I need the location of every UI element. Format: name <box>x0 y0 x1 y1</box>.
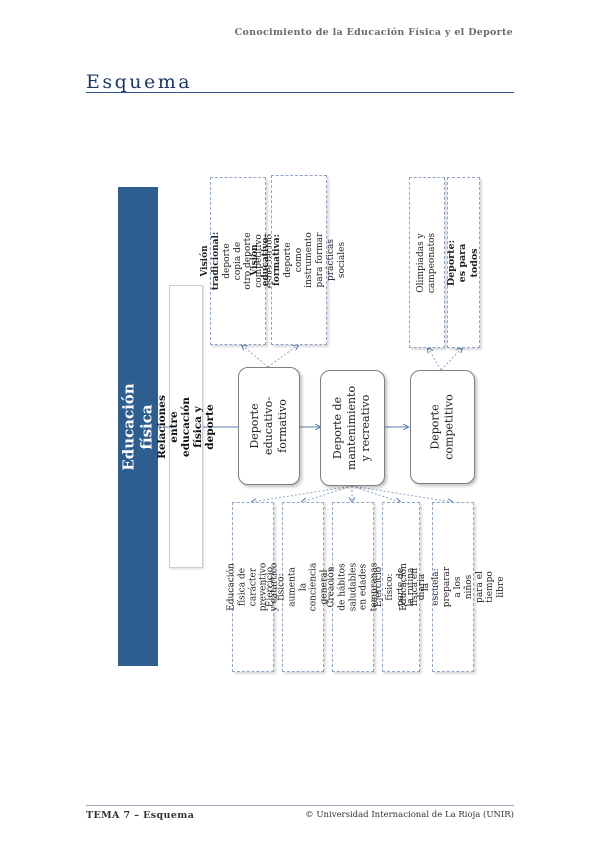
node-competitivo-label: Deporte competitivo <box>428 394 456 460</box>
educativo-item-2-text: deporte como instrumento para formar prá… <box>282 232 347 288</box>
mantenimiento-item-2: Ejercicio físico: aumenta la conciencia … <box>265 502 340 672</box>
educativo-item-2-bold: Visión educativo-formativa: <box>250 233 283 287</box>
node-educativo-label: Deporte educativo-formativo <box>248 397 289 455</box>
section-title: Esquema <box>86 71 193 93</box>
main-title-bar: Educación física <box>118 187 158 666</box>
title-rule <box>86 92 514 93</box>
mantenimiento-item-3-label: Creación de hábitos saludables en edades… <box>326 562 380 612</box>
competitivo-item-1-label: Olimpiadas y campeonatos <box>416 232 438 293</box>
node-mantenimiento: Deporte de mantenimiento y recreativo <box>320 370 385 486</box>
competitivo-item-2-label: Deporte: es para todos <box>446 239 481 286</box>
educativo-item-2: Visión educativo-formativa: deporte como… <box>250 175 347 345</box>
running-header: Conocimiento de la Educación Física y el… <box>234 27 513 38</box>
main-title: Educación física <box>120 382 157 471</box>
competitivo-item-1: Olimpiadas y campeonatos <box>409 177 445 348</box>
educativo-item-1: Visión tradicional: deporte copia de otr… <box>200 177 275 345</box>
competitivo-item-2: Deporte: es para todos <box>446 177 481 348</box>
footer-right: © Universidad Internacional de La Rioja … <box>305 810 514 820</box>
footer-rule <box>86 805 514 806</box>
node-mantenimiento-label: Deporte de mantenimiento y recreativo <box>331 385 373 471</box>
mantenimiento-item-2-label: Ejercicio físico: aumenta la conciencia … <box>265 562 340 612</box>
node-competitivo: Deporte competitivo <box>410 370 475 484</box>
footer-left: TEMA 7 – Esquema <box>86 810 195 821</box>
mantenimiento-item-3: Creación de hábitos saludables en edades… <box>326 502 380 672</box>
educativo-item-1-bold: Visión tradicional: <box>200 231 222 291</box>
node-educativo: Deporte educativo-formativo <box>238 367 300 485</box>
relations-box: Relaciones entre educación física y depo… <box>156 285 216 568</box>
relations-label: Relaciones entre educación física y depo… <box>156 394 216 459</box>
mantenimiento-item-5: Educación física en la escuela: preparar… <box>399 502 507 672</box>
mantenimiento-item-5-label: Educación física en la escuela: preparar… <box>399 563 507 611</box>
mantenimiento-item-1: Educación física de carácter preventivo … <box>226 502 279 672</box>
mantenimiento-item-4: Ejercicio físico: parte de la rutina dia… <box>374 502 427 672</box>
